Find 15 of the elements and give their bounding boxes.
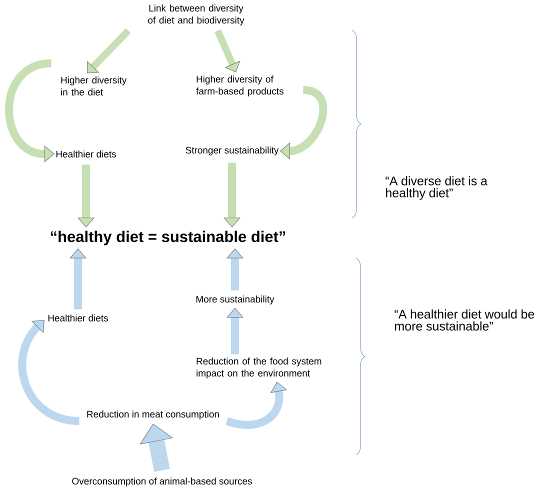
node-text: Stronger sustainability (186, 146, 279, 156)
slogan-text: “healthy diet = sustainable diet” (50, 230, 286, 246)
quote-text: “A healthier diet would be more sustainable” (394, 309, 534, 331)
block-arrow (87, 28, 131, 74)
node-text: Overconsumption of animal-based sources (72, 478, 252, 486)
block-arrow (214, 29, 240, 72)
node-text: Healthier diets (48, 314, 108, 322)
node-text: Reduction of the food system impact on the environment (196, 358, 322, 378)
node-text: Healthier diets (56, 150, 116, 158)
node-text: More sustainability (196, 296, 274, 304)
node-text: Higher diversity of farm-based products (196, 76, 284, 96)
node-text: Reduction in meat consumption (87, 410, 219, 420)
node-text: Higher diversity in the diet (61, 76, 127, 96)
node-text: Link between diversity of diet and biodiversity (148, 4, 244, 26)
quote-text: “A diverse diet is a healthy diet” (386, 176, 488, 200)
